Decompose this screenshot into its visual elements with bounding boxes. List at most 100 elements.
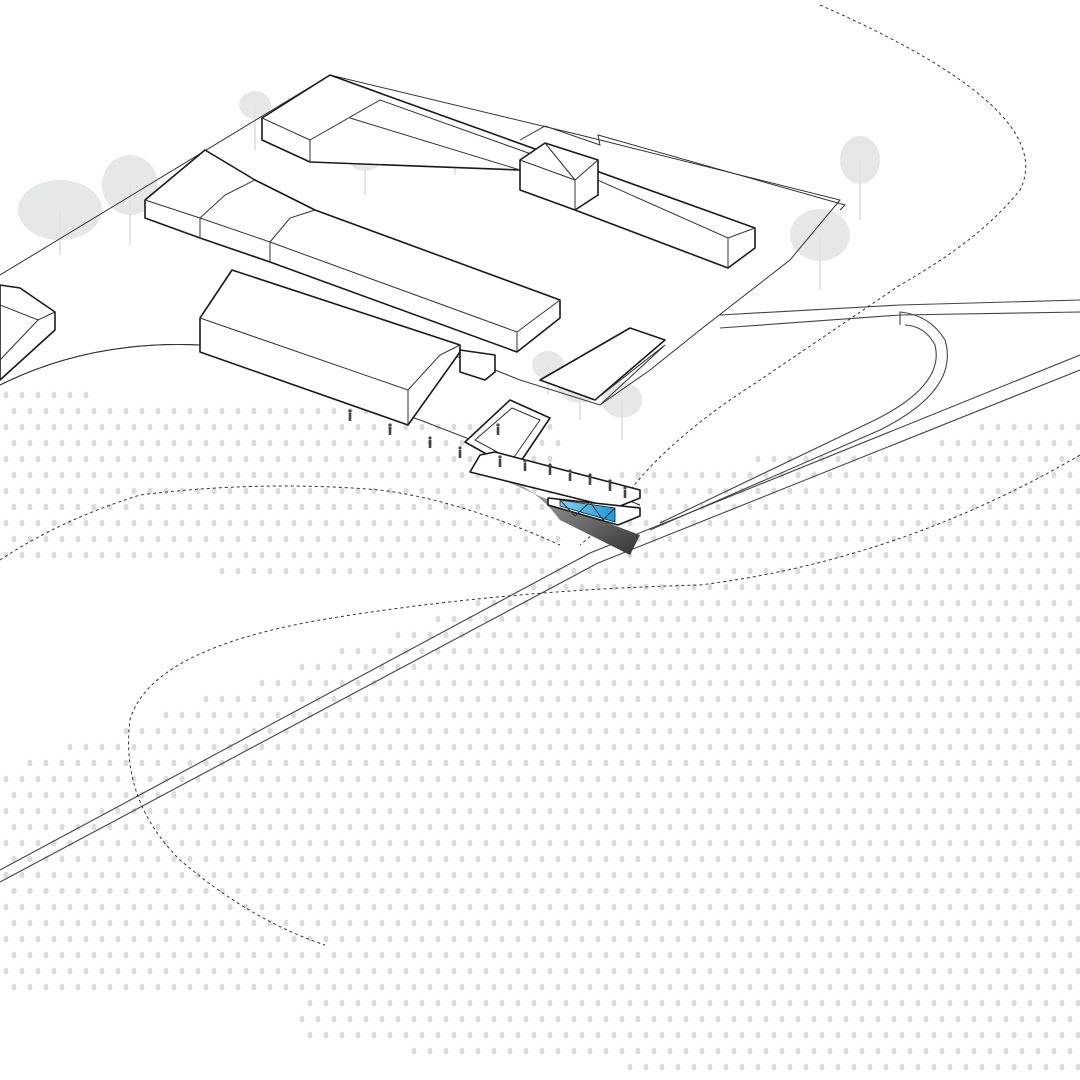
vine-dot [227,935,233,943]
vine-dot [595,967,601,975]
vine-dot [931,775,937,783]
vine-dot [979,487,985,495]
vine-dot [411,439,417,447]
vine-dot [803,1063,809,1071]
vine-dot [19,967,25,975]
vine-dot [1011,615,1017,623]
vine-dot [1075,775,1080,783]
vine-dot [75,759,81,767]
vine-dot [1027,999,1033,1007]
vine-dot [539,855,545,863]
vine-dot [979,807,985,815]
vine-dot [859,727,865,735]
vine-dot [499,1031,505,1039]
vine-dot [619,919,625,927]
vine-dot [67,935,73,943]
vine-dot [635,695,641,703]
vine-dot [715,727,721,735]
vine-dot [707,775,713,783]
vine-dot [691,743,697,751]
vine-dot [891,1015,897,1023]
vine-dot [1067,1015,1073,1023]
vine-dot [203,439,209,447]
vine-dot [923,471,929,479]
vine-dot [995,551,1001,559]
vine-dot [347,439,353,447]
vine-dot [803,871,809,879]
vine-dot [819,903,825,911]
vine-dot [1011,1031,1017,1039]
vine-dot [675,807,681,815]
vine-dot [75,791,81,799]
vine-dot [219,855,225,863]
vine-dot [795,983,801,991]
vine-dot [515,903,521,911]
vine-dot [779,599,785,607]
vine-dot [315,1015,321,1023]
vine-dot [379,439,385,447]
vine-dot [539,439,545,447]
vine-dot [1003,439,1009,447]
vine-dot [715,823,721,831]
vine-dot [451,999,457,1007]
vine-dot [675,551,681,559]
vine-dot [291,775,297,783]
vine-dot [979,903,985,911]
vine-dot [723,519,729,527]
vine-dot [771,1063,777,1071]
vine-dot [755,583,761,591]
vine-dot [955,567,961,575]
vine-dot [19,775,25,783]
vine-dot [1059,551,1065,559]
vine-dot [947,551,953,559]
vine-dot [19,903,25,911]
vine-dot [1035,535,1041,543]
vine-dot [595,935,601,943]
vine-dot [803,487,809,495]
buildings [0,74,846,426]
vine-dot [3,935,9,943]
vine-dot [387,647,393,655]
vine-dot [1059,775,1065,783]
vine-dot [987,631,993,639]
walkway-deck-upper [469,451,641,509]
vine-dot [1043,775,1049,783]
vine-dot [843,791,849,799]
vine-dot [299,535,305,543]
vine-dot [187,471,193,479]
vine-dot [843,887,849,895]
vine-dot [451,487,457,495]
vine-dot [971,503,977,511]
vine-dot [907,503,913,511]
vine-dot [531,551,537,559]
vine-dot [763,759,769,767]
vine-dot [443,471,449,479]
vine-dot [531,839,537,847]
vine-dot [659,647,665,655]
vine-dot [947,775,953,783]
vine-dot [523,1047,529,1055]
vine-dot [475,983,481,991]
vine-dot [595,743,601,751]
vine-dot [315,407,321,415]
vine-dot [819,967,825,975]
upper-road-b [719,311,1080,329]
vine-dot [443,855,449,863]
vine-dot [627,935,633,943]
vine-dot [443,1015,449,1023]
vine-dot [115,487,121,495]
vine-dot [611,967,617,975]
vine-dot [1019,631,1025,639]
vine-dot [83,551,89,559]
vine-dot [875,471,881,479]
vine-dot [219,407,225,415]
roads [0,74,1080,883]
vine-dot [667,887,673,895]
vine-dot [307,743,313,751]
vine-dot [195,711,201,719]
vine-dot [899,775,905,783]
vine-dot [315,503,321,511]
vine-dot [643,935,649,943]
vine-dot [83,455,89,463]
vine-dot [179,935,185,943]
